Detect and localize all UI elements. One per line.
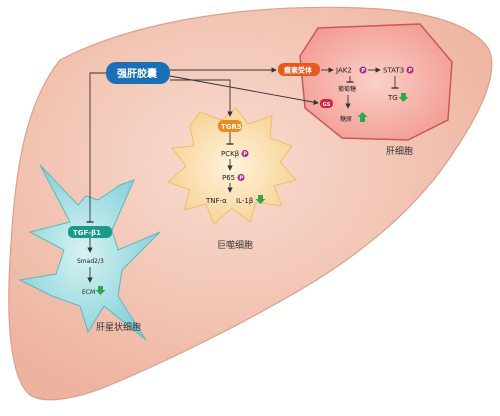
macrophage-caption: 巨噬细胞 (217, 239, 253, 251)
pckb-label: PCKβ (221, 150, 239, 158)
pckb-phospho-label: P (243, 152, 247, 158)
leptin-receptor-pill (278, 63, 320, 76)
ecm-down-icon (95, 286, 106, 295)
stellate-caption: 肝星状细胞 (96, 321, 141, 333)
p65-phospho-icon (237, 174, 245, 181)
jak2-label: JAK2 (335, 67, 352, 75)
stat3-label: STAT3 (383, 67, 404, 75)
drug-to-gs-arrow (169, 75, 319, 105)
drug-node (106, 62, 170, 84)
gs-pill (320, 99, 333, 108)
stat3-phospho-icon (406, 66, 414, 74)
glucose-label: 葡萄糖 (338, 85, 356, 93)
tg-label: TG (387, 94, 398, 102)
jak2-phospho-label: P (361, 68, 365, 74)
pckb-phospho-icon (241, 150, 249, 157)
glycogen-up-icon (357, 112, 368, 122)
il1b-label: IL-1β (236, 197, 253, 205)
cytokines-down-icon (255, 195, 266, 204)
drug-to-tgr5-arrow (170, 79, 233, 117)
hepatocyte-cell (299, 23, 453, 141)
ecm-label: ECM (82, 289, 95, 296)
drug-to-tgfb1-inhibit (86, 72, 106, 223)
tgfb1-label: TGF-β1 (73, 229, 101, 237)
drug-label: 强肝胶囊 (117, 67, 158, 80)
tgfb1-pill (68, 226, 112, 238)
gs-label: GS (323, 102, 331, 108)
jak2-phospho-icon (359, 66, 367, 74)
p65-label: P65 (222, 174, 235, 182)
leptin-receptor-label: 瘦素受体 (284, 66, 313, 75)
tgr5-label: TGR5 (221, 123, 242, 131)
smad-label: Smad2/3 (77, 258, 104, 265)
tg-down-icon (398, 93, 409, 102)
glycogen-label: 糖原 (340, 115, 352, 123)
stat3-phospho-label: P (408, 68, 412, 74)
tgr5-pill (218, 120, 242, 132)
hepatocyte-caption: 肝细胞 (386, 145, 413, 157)
p65-phospho-label: P (239, 176, 243, 182)
tnf-alpha-label: TNF-α (205, 197, 227, 205)
